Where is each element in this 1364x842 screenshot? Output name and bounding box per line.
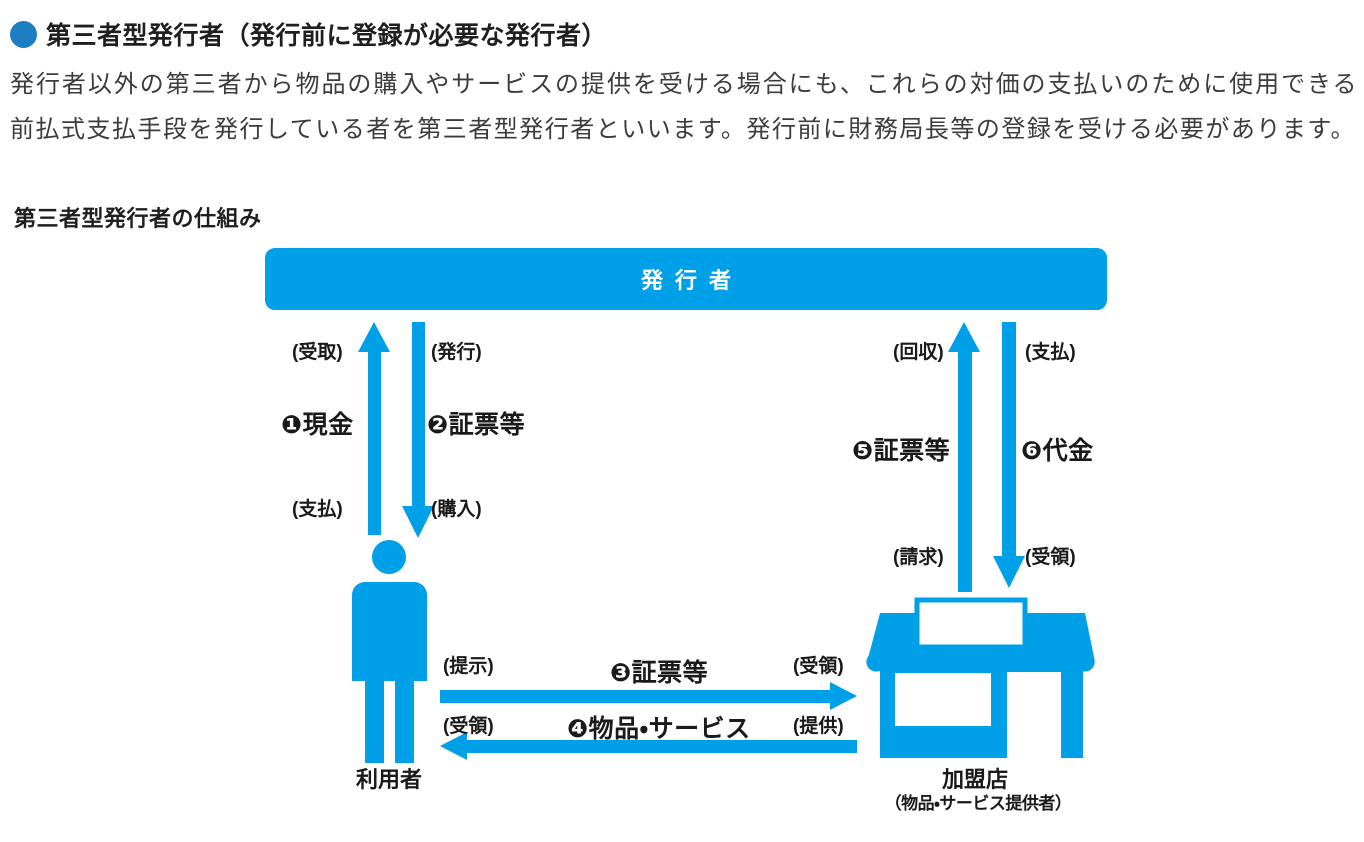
flow-goods-provide-label: (提供) [793, 716, 844, 737]
arrow-issuer-to-merchant-head [993, 556, 1025, 588]
flow-voucher-collect-num-label: ❺証票等 [852, 437, 951, 465]
arrow-issuer-to-user-head [402, 506, 434, 538]
intro-paragraph: 発行者以外の第三者から物品の購入やサービスの提供を受ける場合にも、これらの対価の… [10, 71, 1358, 143]
flow-voucher-present-num-label: ❸証票等 [610, 659, 709, 687]
flow-goods-receive-label: (受領) [443, 716, 494, 737]
flow-payment-receive-label: (受領) [1025, 547, 1076, 568]
user-icon-head [372, 540, 406, 574]
issuer-banner: 発行者 [265, 248, 1107, 310]
issuer-label: 発行者 [640, 268, 743, 293]
flow-goods-num-label: ❹物品・サービス [567, 715, 751, 743]
merchant-label: 加盟店 [941, 767, 1008, 792]
arrow-issuer-to-user-shaft [412, 322, 425, 506]
arrow-user-to-issuer-head [358, 322, 390, 352]
section-heading: 第三者型発行者（発行前に登録が必要な発行者） [10, 16, 607, 52]
store-door [1007, 672, 1061, 758]
flow-voucher-purchase-label: (購入) [431, 499, 482, 520]
flow-payment-num-label: ❻代金 [1021, 437, 1094, 465]
arrow-user-to-issuer-shaft [368, 352, 381, 535]
user-icon-right-leg [395, 681, 414, 763]
flow-voucher-present-receive-label: (受領) [793, 656, 844, 677]
store-icon [866, 597, 1095, 758]
bullet-icon [10, 20, 37, 48]
flow-voucher-claim-label: (請求) [893, 547, 944, 568]
arrow-merchant-to-user-head [440, 732, 467, 760]
flow-voucher-issue-label: (発行) [431, 342, 482, 363]
diagram-title: 第三者型発行者の仕組み [14, 206, 262, 231]
user-icon-left-leg [365, 681, 384, 763]
flow-voucher-present-label: (提示) [443, 656, 494, 677]
store-sign [914, 597, 1028, 650]
arrow-issuer-to-merchant-shaft [1002, 322, 1016, 556]
page-title: 第三者型発行者（発行前に登録が必要な発行者） [46, 22, 608, 50]
merchant-sublabel: （物品・サービス提供者） [884, 794, 1072, 813]
flow-cash-pay-label: (支払) [292, 499, 343, 520]
arrow-merchant-to-issuer-shaft [958, 352, 972, 592]
flow-voucher-issue-num-label: ❷証票等 [427, 411, 526, 439]
arrow-merchant-to-user-shaft [467, 740, 857, 753]
flow-cash-label: ❶現金 [281, 411, 354, 439]
user-icon-torso [352, 582, 427, 681]
arrow-merchant-to-issuer-head [948, 322, 980, 352]
user-label: 利用者 [355, 767, 422, 792]
arrow-user-to-merchant-head [830, 682, 857, 710]
flow-cash-receive-label: (受取) [292, 342, 343, 363]
arrow-user-to-merchant-shaft [440, 690, 830, 703]
flow-payment-pay-label: (支払) [1025, 342, 1076, 363]
store-window [895, 673, 991, 726]
flow-voucher-collect-label: (回収) [893, 342, 944, 363]
